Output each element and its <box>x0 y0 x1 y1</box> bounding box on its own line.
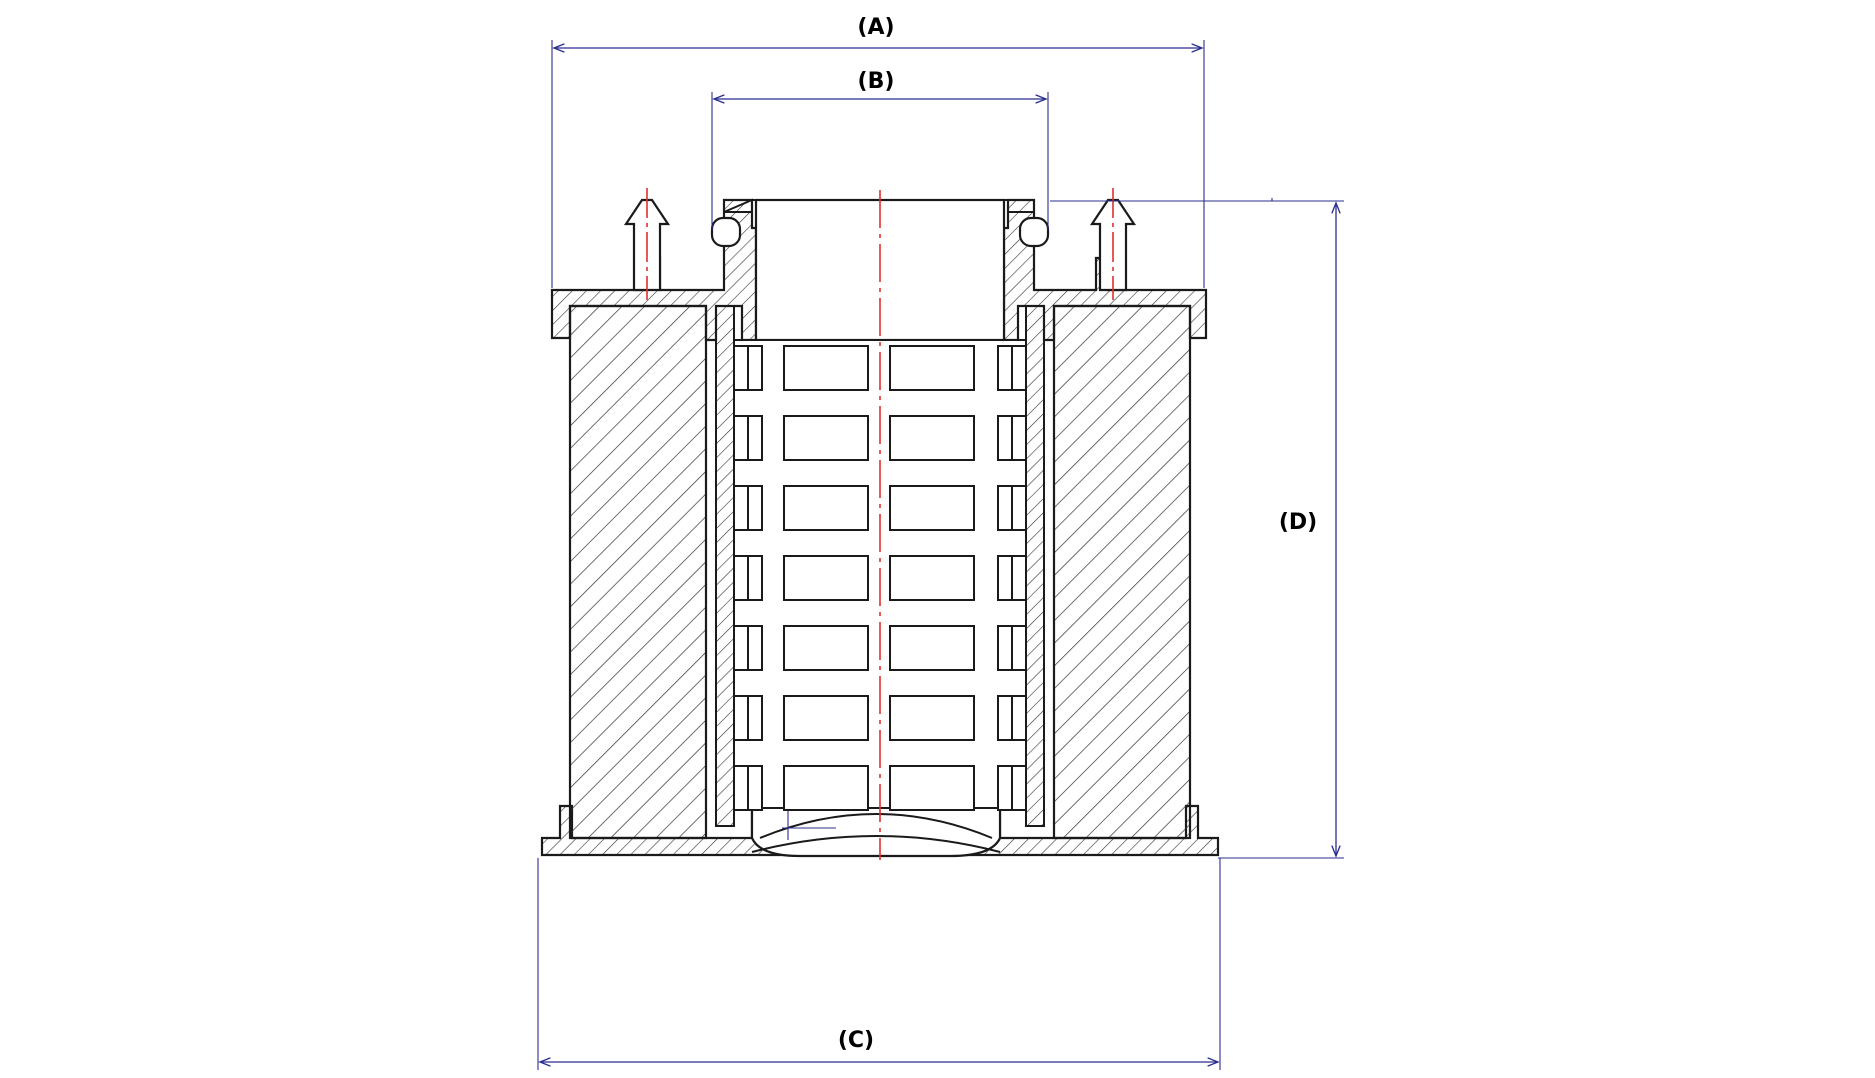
core-slot <box>783 555 869 601</box>
core-slot <box>889 555 975 601</box>
dimension-B-label: (B) <box>858 69 895 94</box>
inner-wall-left <box>715 305 735 827</box>
o-ring-left <box>710 216 742 248</box>
filter-media-left <box>568 304 708 840</box>
core-slot <box>889 345 975 391</box>
core-slot <box>783 625 869 671</box>
core-slot <box>783 485 869 531</box>
filter-media-right <box>1052 304 1192 840</box>
centerlines <box>646 188 1114 860</box>
inner-wall-right <box>1025 305 1045 827</box>
core-slot <box>783 695 869 741</box>
dimension-D-label: (D) <box>1279 510 1317 535</box>
core-slot <box>889 415 975 461</box>
bottom-cap-dome-curve-lower <box>751 835 1001 853</box>
core-slot <box>783 415 869 461</box>
core-slot <box>783 345 869 391</box>
o-ring-right <box>1018 216 1050 248</box>
core-slot <box>889 695 975 741</box>
core-slot <box>889 625 975 671</box>
core-slot <box>889 765 975 811</box>
dimension-C: (C) <box>537 858 1221 1070</box>
dimension-A: (A) <box>551 15 1205 288</box>
dimension-D: (D) <box>1050 198 1344 859</box>
dimension-B: (B) <box>711 69 1049 230</box>
bottom-cap-dome <box>750 804 1002 858</box>
top-cap-neck-lip <box>723 198 1035 213</box>
core-slot <box>783 765 869 811</box>
dimension-C-label: (C) <box>838 1028 874 1053</box>
core-slot <box>889 485 975 531</box>
dimension-A-label: (A) <box>857 15 894 40</box>
